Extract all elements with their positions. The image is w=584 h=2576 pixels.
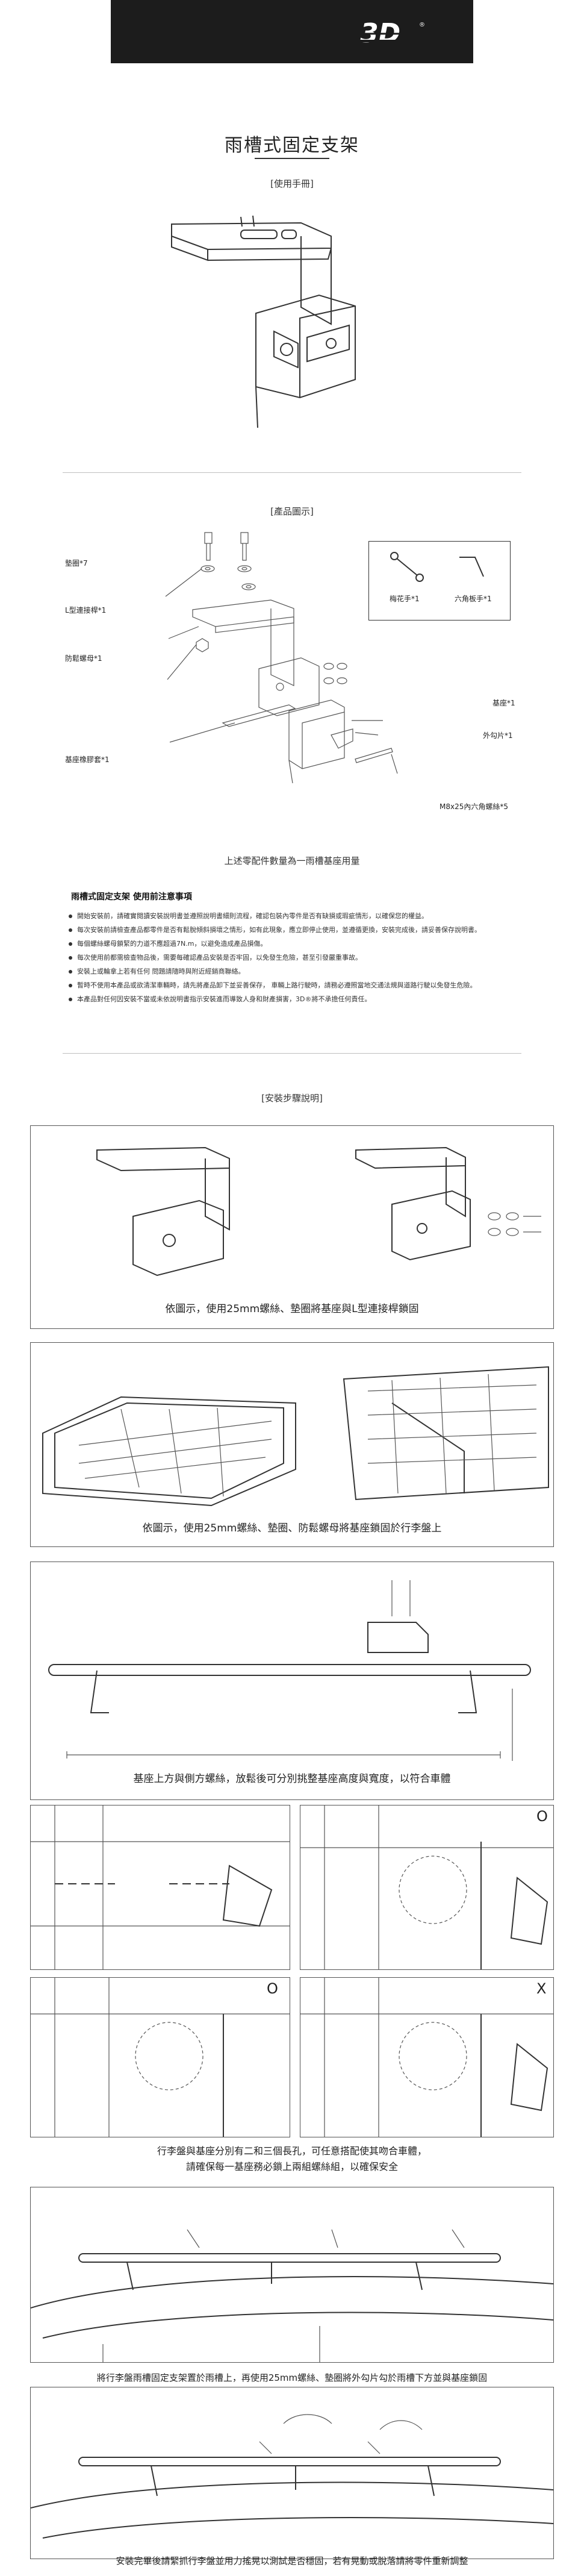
label-bolt: M8x25內六角螺絲*5 — [440, 802, 508, 811]
note-item: 每次使用前都需檢查物品後，需要每確認產品安裝是否牢固，以免發生危險，甚至引發嚴重… — [67, 952, 513, 963]
step-2-caption: 依圖示，使用25mm螺絲、墊圈、防鬆螺母將基座鎖固於行李盤上 — [142, 1522, 442, 1534]
section-divider — [63, 472, 521, 473]
note-item: 每次安裝前請檢查產品都零件是否有鬆脫傾斜損壞之情形，如有此現象，應立即停止使用，… — [67, 925, 513, 935]
step-2-frame — [30, 1342, 554, 1547]
label-base-pad: 基座橡膠套*1 — [65, 755, 110, 764]
notes-list: 開始安裝前，請確實閱讀安裝說明書並遵照說明書細則流程，確認包裝內零件是否有缺損或… — [67, 911, 513, 1008]
step-4-panel-b: O — [300, 1805, 554, 1970]
ng-mark: X — [536, 1980, 547, 1997]
registered-mark: ® — [419, 22, 425, 28]
label-hook: 外勾片*1 — [483, 731, 513, 740]
note-item: 本產品對任何因安裝不當或未依說明書指示安裝進而導致人身和財產損害，3D®將不承擔… — [67, 994, 513, 1004]
step-4-caption-line-1: 行李盤與基座分別有二和三個長孔，可任意搭配使其吻合車體， — [157, 2145, 427, 2157]
label-hex-key: 六角板手*1 — [455, 595, 492, 603]
step-3-caption: 基座上方與側方螺絲，放鬆後可分別挑整基座高度與寬度，以符合車體 — [133, 1773, 451, 1785]
step-4-caption-line-2: 請確保每一基座務必鎖上兩組螺絲組，以確保安全 — [185, 2161, 398, 2172]
step-1-caption: 依圖示，使用25mm螺絲、墊圈將基座與L型連接桿鎖固 — [165, 1303, 419, 1315]
label-washer: 墊圈*7 — [65, 559, 88, 567]
hero-bracket-illustration — [151, 199, 440, 428]
note-item: 暫時不使用本產品或欲清潔車輛時，請先將產品卸下並妥善保存， 車輛上路行駛時，請務… — [67, 980, 513, 990]
manual-label: [使用手冊] — [270, 178, 314, 189]
label-l-bracket: L型連接桿*1 — [65, 606, 107, 614]
label-lock-nut: 防鬆螺母*1 — [65, 654, 102, 663]
step-6-caption: 安裝完畢後請緊抓行李盤並用力搖晃以測試是否穩固，若有晃動或脫落請將零件重新調整 — [116, 2556, 468, 2566]
parts-section-label: [產品圖示] — [270, 506, 314, 517]
step-4-panel-c: O — [30, 1977, 290, 2137]
wrench-icon — [396, 558, 418, 576]
steps-section-label: [安裝步驟說明] — [261, 1093, 323, 1104]
step-6-frame — [30, 2387, 554, 2559]
parts-diagram — [114, 524, 476, 837]
parts-quantity-note: 上述零配件數量為一雨槽基座用量 — [224, 855, 360, 866]
tools-box: 梅花手*1 六角板手*1 — [368, 541, 511, 621]
section-divider — [63, 1053, 521, 1054]
step-1-frame — [30, 1125, 554, 1329]
label-wrench: 梅花手*1 — [390, 595, 420, 603]
step-4-panel-d: X — [300, 1977, 554, 2137]
title-underline — [255, 158, 329, 159]
page-title: 雨槽式固定支架 — [225, 135, 359, 156]
note-item: 開始安裝前，請確實閱讀安裝說明書並遵照說明書細則流程，確認包裝內零件是否有缺損或… — [67, 911, 513, 921]
step-4-panel-a — [30, 1805, 290, 1970]
brand-logo: 3D ® — [356, 18, 453, 46]
ok-mark: O — [267, 1980, 278, 1997]
notes-title: 雨槽式固定支架 使用前注意事項 — [71, 892, 192, 902]
note-item: 安裝上或輪拿上若有任何 問題請隨時與附近經銷商聯絡。 — [67, 966, 513, 977]
note-item: 每個螺絲螺母鎖緊的力道不應超過7N.m，以避免造成產品損傷。 — [67, 939, 513, 949]
step-3-frame — [30, 1562, 554, 1800]
ok-mark: O — [536, 1808, 548, 1825]
step-5-caption: 將行李盤雨槽固定支架置於雨槽上，再使用25mm螺絲、墊圈將外勾片勾於雨槽下方並與… — [96, 2372, 488, 2383]
step-5-frame — [30, 2187, 554, 2363]
hex-key-icon — [459, 557, 484, 577]
brand-header: 3D ® — [111, 0, 473, 63]
label-base: 基座*1 — [492, 699, 515, 707]
